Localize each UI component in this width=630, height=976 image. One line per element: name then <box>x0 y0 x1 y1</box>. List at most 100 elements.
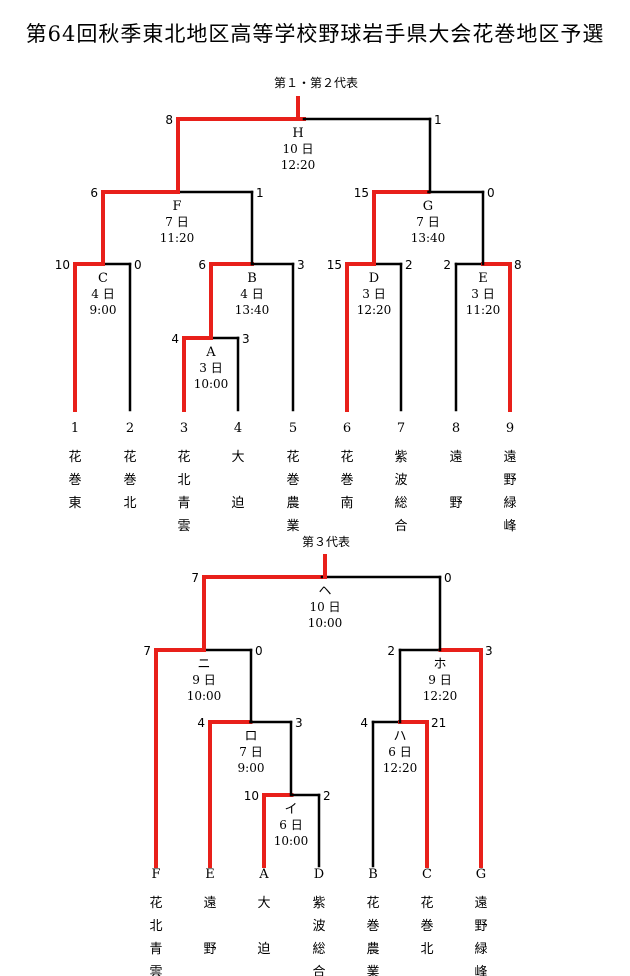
bracket2-team-5-name-char: 花 <box>366 895 379 911</box>
bracket2-team-7-num: G <box>476 867 486 882</box>
match-day-イ: 6 日 <box>279 818 302 832</box>
bracket1-team-5-num: 5 <box>289 421 297 436</box>
score-left-G: 15 <box>354 186 369 200</box>
match-id-F: F <box>172 199 181 214</box>
match-day-ロ: 7 日 <box>239 745 262 759</box>
match-id-ホ: ホ <box>433 657 446 672</box>
bracket1-team-7-name-char: 総 <box>394 496 407 511</box>
bracket1-team-5-name-char: 巻 <box>286 473 299 488</box>
bracket2-team-6-name-char: 北 <box>420 942 433 957</box>
match-id-H: H <box>292 126 303 141</box>
score-right-H: 1 <box>434 113 442 127</box>
bracket2-team-7-name-char: 緑 <box>474 942 487 957</box>
match-day-B: 4 日 <box>240 287 263 301</box>
bracket1-team-5-name-char: 花 <box>286 449 299 465</box>
match-id-A: A <box>205 345 216 360</box>
match-id-ニ: ニ <box>197 657 210 672</box>
bracket2-team-4-num: D <box>314 867 324 882</box>
score-left-ニ: 7 <box>143 644 151 658</box>
bracket1-caption: 第１・第２代表 <box>273 76 359 90</box>
bracket1-team-8-name-char: 野 <box>449 496 462 511</box>
bracket1-team-9-num: 9 <box>506 421 514 436</box>
score-left-H: 8 <box>165 113 173 127</box>
bracket1-team-1-num: 1 <box>71 421 79 436</box>
bracket1-team-6-name-char: 巻 <box>340 473 353 488</box>
score-right-ヘ: 0 <box>444 571 452 585</box>
bracket1-team-7-name-char: 紫 <box>394 450 407 465</box>
bracket1-team-8-name-char: 遠 <box>449 450 462 465</box>
bracket1-team-8-num: 8 <box>452 421 460 436</box>
score-right-A: 3 <box>242 332 250 346</box>
bracket2-team-2-num: E <box>205 867 215 882</box>
match-id-C: C <box>98 271 108 286</box>
bracket2-team-4-name-char: 合 <box>312 965 325 976</box>
bracket2-team-2-name-char: 野 <box>203 942 216 957</box>
bracket1-team-9-name-char: 遠 <box>503 450 516 465</box>
bracket2-team-4-name-char: 紫 <box>312 896 325 911</box>
score-right-ロ: 3 <box>295 716 303 730</box>
match-time-G: 13:40 <box>411 231 446 245</box>
bracket1-team-9-name-char: 緑 <box>503 496 516 511</box>
page-title: 第64回秋季東北地区高等学校野球岩手県大会花巻地区予選 <box>25 22 605 46</box>
bracket1-team-3-name-char: 花 <box>177 449 190 465</box>
score-right-B: 3 <box>297 258 305 272</box>
match-id-B: B <box>247 271 257 286</box>
match-day-D: 3 日 <box>362 287 385 301</box>
bracket1-team-1-name-char: 巻 <box>68 473 81 488</box>
score-left-ヘ: 7 <box>191 571 199 585</box>
score-right-E: 8 <box>514 258 522 272</box>
score-right-イ: 2 <box>323 789 331 803</box>
match-day-ハ: 6 日 <box>388 745 411 759</box>
bracket1-team-2-name-char: 北 <box>123 496 136 511</box>
match-time-E: 11:20 <box>466 303 501 317</box>
bracket2-team-1-name-char: 北 <box>149 919 162 934</box>
bracket1-team-3-num: 3 <box>180 421 188 436</box>
bracket2-caption: 第３代表 <box>301 535 351 549</box>
match-time-ハ: 12:20 <box>383 761 418 775</box>
bracket1-team-4-name-char: 大 <box>231 450 244 465</box>
bracket1-team-4-num: 4 <box>234 421 242 436</box>
bracket2-team-3-num: A <box>258 867 269 882</box>
score-right-ハ: 21 <box>431 716 446 730</box>
bracket2-team-3-name-char: 迫 <box>257 942 270 957</box>
bracket1-team-6-num: 6 <box>343 421 351 436</box>
bracket1-team-7-num: 7 <box>397 421 405 436</box>
bracket2-team-4-name-char: 総 <box>312 942 325 957</box>
bracket2-team-7-name-char: 遠 <box>474 896 487 911</box>
bracket1-team-3-name-char: 北 <box>177 473 190 488</box>
score-right-C: 0 <box>134 258 142 272</box>
bracket1-team-7-name-char: 合 <box>394 519 407 534</box>
bracket1-team-9-name-char: 峰 <box>503 519 516 534</box>
match-id-E: E <box>478 271 488 286</box>
match-id-ハ: ハ <box>393 729 406 744</box>
bracket2-team-7-name-char: 野 <box>474 919 487 934</box>
match-day-ニ: 9 日 <box>192 673 215 687</box>
bracket1-team-6-name-char: 花 <box>340 449 353 465</box>
bracket2-team-3-name-char: 大 <box>257 896 270 911</box>
bracket1-team-1-name-char: 東 <box>68 495 81 511</box>
match-id-イ: イ <box>284 802 297 817</box>
bracket2-team-4-name-char: 波 <box>312 919 325 934</box>
bracket1-team-2-name-char: 花 <box>123 449 136 465</box>
bracket2-team-5-num: B <box>368 867 378 882</box>
match-time-ロ: 9:00 <box>238 761 265 775</box>
match-time-C: 9:00 <box>90 303 117 317</box>
bracket1-team-9-name-char: 野 <box>503 473 516 488</box>
score-left-E: 2 <box>443 258 451 272</box>
match-day-A: 3 日 <box>199 361 222 375</box>
match-id-G: G <box>423 199 433 214</box>
bracket2-team-1-num: F <box>151 867 160 882</box>
bracket1-team-7-name-char: 波 <box>394 473 407 488</box>
bracket1-team-3-name-char: 雲 <box>177 519 190 534</box>
score-left-A: 4 <box>171 332 179 346</box>
match-time-B: 13:40 <box>235 303 270 317</box>
match-time-A: 10:00 <box>194 377 229 391</box>
score-right-ニ: 0 <box>255 644 263 658</box>
score-left-D: 15 <box>327 258 342 272</box>
bracket2-team-1-name-char: 雲 <box>149 965 162 976</box>
match-time-ヘ: 10:00 <box>308 616 343 630</box>
bracket1-team-2-name-char: 巻 <box>123 473 136 488</box>
match-time-ニ: 10:00 <box>187 689 222 703</box>
bracket1-team-2-num: 2 <box>126 421 134 436</box>
